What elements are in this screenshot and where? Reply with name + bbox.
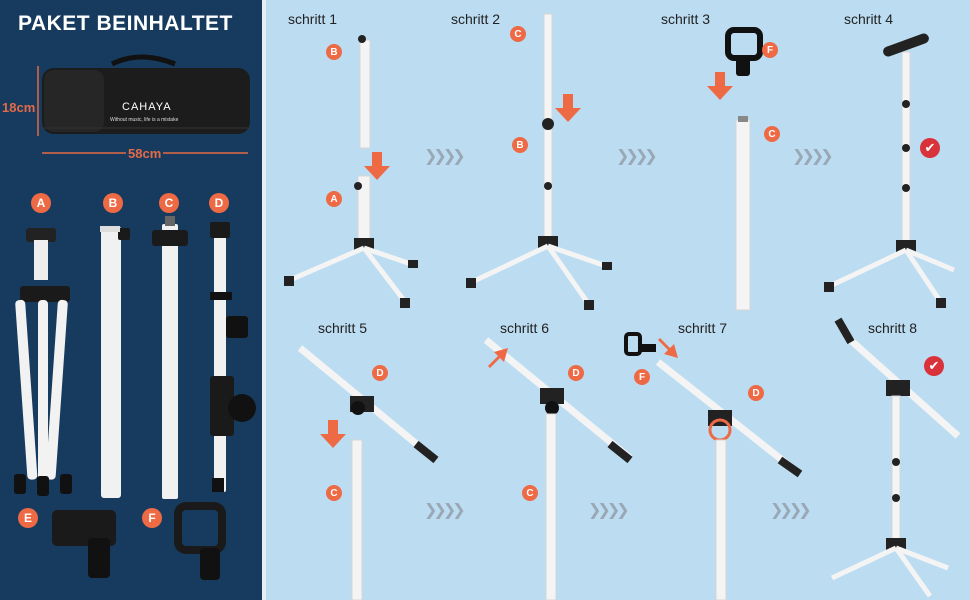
- badge-f: F: [142, 508, 162, 528]
- step1-illustration: [284, 35, 418, 308]
- step1-badge-b: B: [326, 44, 342, 60]
- step5-badge-c: C: [326, 485, 342, 501]
- part-f-mic-holder: [174, 502, 226, 580]
- step6-illustration: [483, 337, 633, 600]
- panel-divider: [262, 0, 266, 600]
- step2-illustration: [466, 13, 612, 310]
- package-contents-panel: PAKET BEINHALTET: [0, 0, 262, 600]
- chevron-arrows-icon: ❯❯❯❯: [792, 146, 834, 165]
- bag-width-label: 58cm: [126, 146, 164, 161]
- step4-label: schritt 4: [844, 11, 894, 27]
- bag-handle: [110, 54, 176, 67]
- chevron-arrows-icon: ❯❯❯❯: [770, 500, 812, 519]
- bag-height-label: 18cm: [2, 100, 36, 115]
- step3-illustration: [707, 27, 763, 311]
- step6-label: schritt 6: [500, 320, 550, 336]
- part-b-tube: [100, 226, 130, 498]
- step3-label: schritt 3: [661, 11, 711, 27]
- badge-b: B: [103, 193, 123, 213]
- step4-check-icon: ✔: [920, 138, 940, 158]
- badge-a: A: [31, 193, 51, 213]
- step6-badge-c: C: [522, 485, 538, 501]
- assembly-illustrations: [284, 13, 961, 600]
- assembly-steps-panel: schritt 1 schritt 2 schritt 3 schritt 4 …: [266, 0, 970, 600]
- badge-d: D: [209, 193, 229, 213]
- step3-badge-f: F: [762, 42, 778, 58]
- step8-label: schritt 8: [868, 320, 918, 336]
- chevron-arrows-icon: ❯❯❯❯: [424, 146, 466, 165]
- badge-e: E: [18, 508, 38, 528]
- step2-label: schritt 2: [451, 11, 501, 27]
- step5-illustration: [297, 345, 439, 600]
- step6-badge-d: D: [568, 365, 584, 381]
- step7-illustration: [624, 332, 803, 600]
- part-a-tripod-base: [14, 228, 72, 496]
- step8-illustration: [830, 317, 961, 598]
- part-e-mic-clip: [52, 510, 116, 578]
- step5-badge-d: D: [372, 365, 388, 381]
- step2-badge-b: B: [512, 137, 528, 153]
- chevron-arrows-icon: ❯❯❯❯: [616, 146, 658, 165]
- step7-label: schritt 7: [678, 320, 728, 336]
- step8-check-icon: ✔: [924, 356, 944, 376]
- package-illustrations: [14, 54, 256, 580]
- package-title: PAKET BEINHALTET: [18, 12, 233, 35]
- step7-badge-d: D: [748, 385, 764, 401]
- bag-brand-label: CAHAYA: [122, 101, 172, 113]
- bag-tagline: Without music, life is a mistake: [110, 117, 179, 123]
- step2-badge-c: C: [510, 26, 526, 42]
- part-c-tube: [152, 216, 188, 499]
- step1-badge-a: A: [326, 191, 342, 207]
- step3-badge-c: C: [764, 126, 780, 142]
- chevron-arrows-icon: ❯❯❯❯: [588, 500, 630, 519]
- step7-badge-f: F: [634, 369, 650, 385]
- chevron-arrows-icon: ❯❯❯❯: [424, 500, 466, 519]
- badge-c: C: [159, 193, 179, 213]
- step5-label: schritt 5: [318, 320, 368, 336]
- step4-illustration: [824, 33, 955, 308]
- step1-label: schritt 1: [288, 11, 338, 27]
- part-d-boom-arm: [210, 222, 256, 492]
